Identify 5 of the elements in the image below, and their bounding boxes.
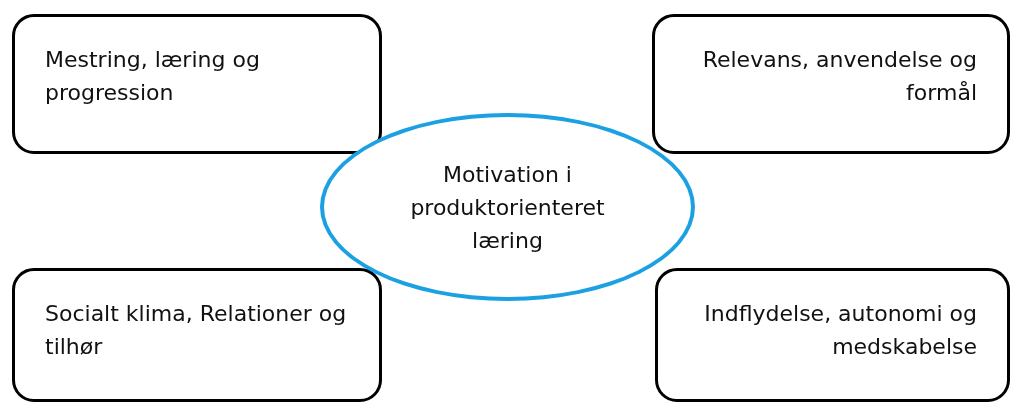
topic-box: Indflydelse, autonomi og medskabelse xyxy=(655,268,1010,402)
topic-box: Socialt klima, Relationer og tilhør xyxy=(12,268,382,402)
topic-box: Mestring, læring og progression xyxy=(12,14,382,154)
central-ellipse: Motivation i produktorienteret læring xyxy=(320,113,695,301)
topic-box: Relevans, anvendelse og formål xyxy=(652,14,1010,154)
